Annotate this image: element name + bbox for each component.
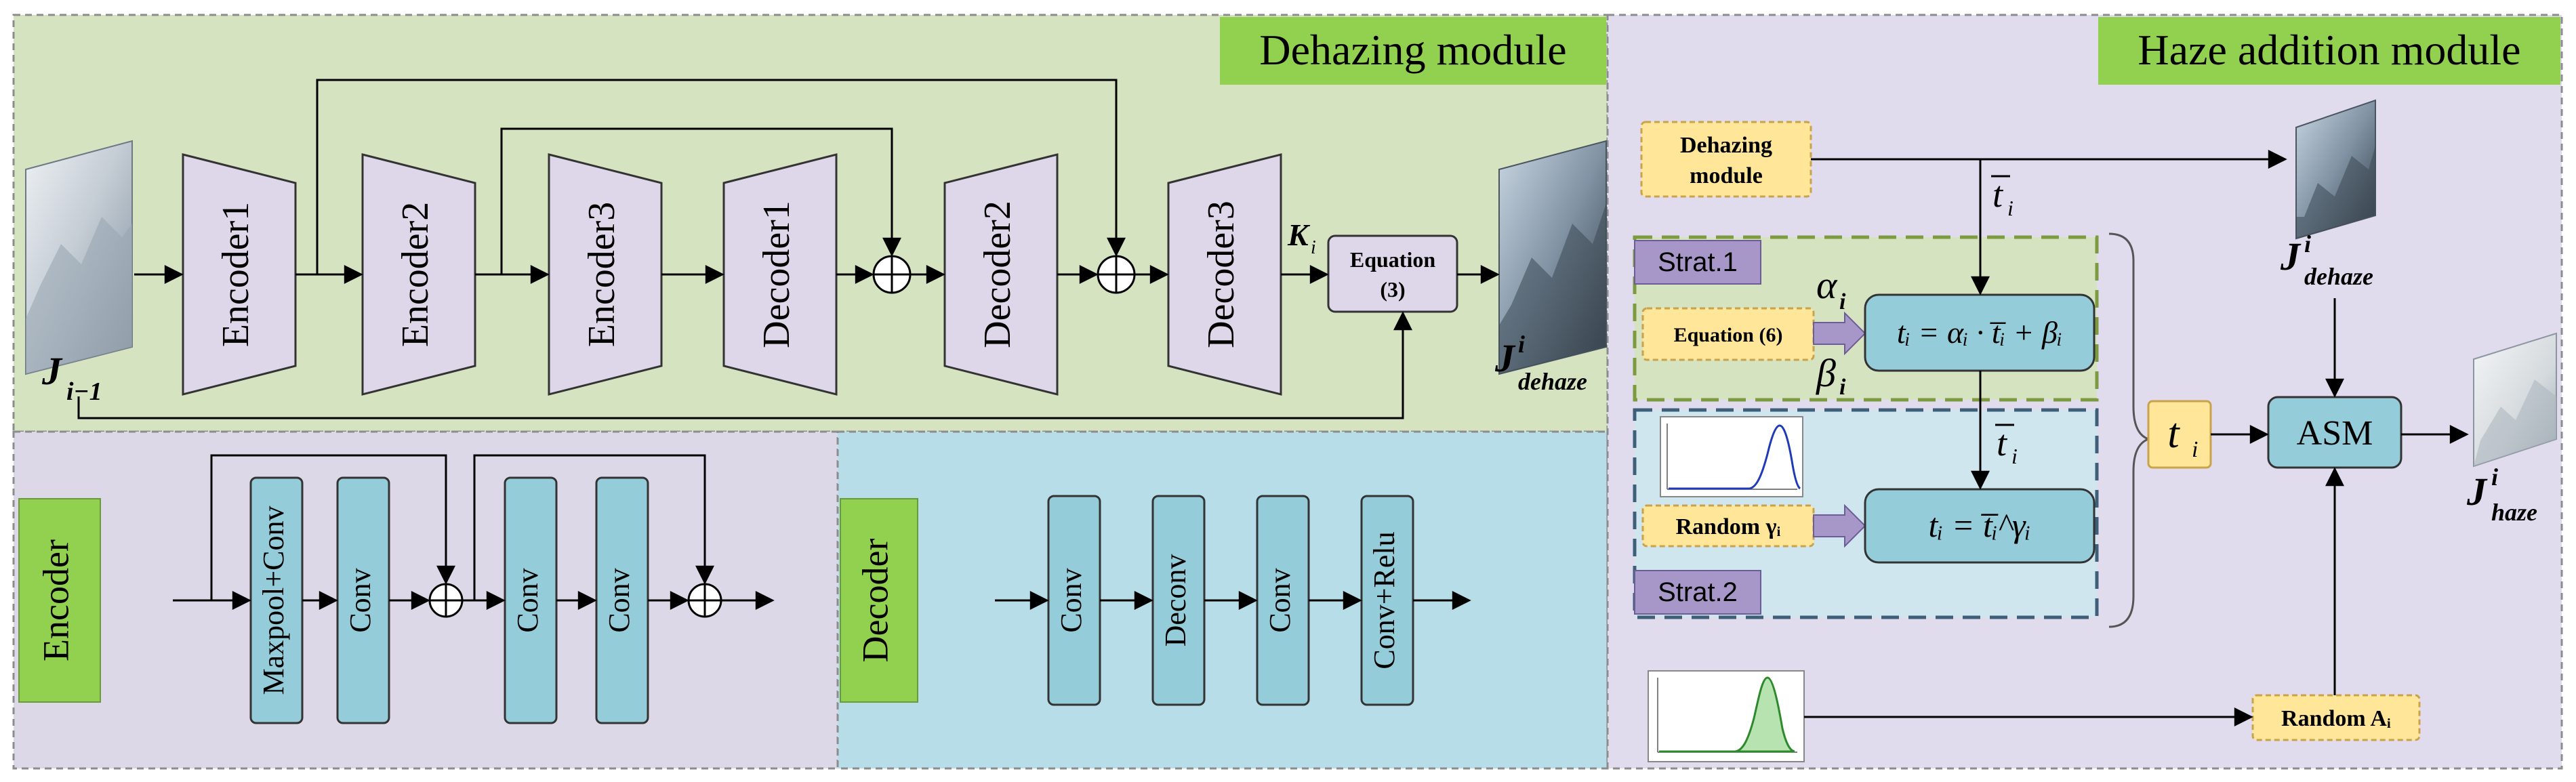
input-image: [25, 140, 133, 375]
decoder2-label: Decoder2: [977, 201, 1019, 348]
encoder-residual-1: [210, 454, 455, 600]
encoder2-label: Encoder2: [394, 202, 436, 348]
encoder-maxpool-conv-label: Maxpool+Conv: [257, 506, 290, 695]
encoder3-block: [548, 153, 663, 396]
k-symbol: K: [1287, 218, 1311, 252]
asm-label: ASM: [2297, 414, 2373, 453]
t-i-box: [2147, 400, 2212, 469]
t-bar-middle-symbol: t: [1997, 423, 2008, 464]
strat1-fat-arrow: [1813, 311, 1866, 356]
strat2-fat-arrow: [1813, 503, 1866, 548]
equation3-label-line2: (3): [1380, 277, 1405, 302]
dehaze-output-symbol: J: [1494, 336, 1516, 380]
strat2-label: Strat.2: [1658, 577, 1738, 607]
input-subscript: i−1: [66, 377, 102, 406]
t-bar-top-symbol: t: [1992, 174, 2004, 215]
decoder-detail-label-box: [840, 498, 918, 703]
dehaze-output-superscript: i: [1518, 331, 1525, 358]
gamma-distribution-plot: [1660, 416, 1803, 497]
t-bar-middle-subscript: i: [2011, 444, 2018, 468]
add-node-2: [1097, 255, 1136, 294]
decoder2-block: [943, 153, 1059, 396]
decoder-conv1-label: Conv: [1055, 568, 1088, 632]
encoder-add-node-1: [428, 583, 464, 618]
skip-connection-encoder1-to-add2: [316, 79, 1126, 274]
encoder-conv1-label: Conv: [344, 568, 377, 632]
haze-output-subscript: haze: [2491, 499, 2537, 526]
beta-symbol: β: [1816, 351, 1836, 395]
decoder-deconv-label: Deconv: [1159, 554, 1192, 647]
haze-module-dehaze-image: [2295, 99, 2376, 240]
input-symbol: J: [41, 349, 63, 393]
dehazing-module-title-box: [1220, 17, 1606, 85]
k-subscript: i: [1311, 237, 1316, 258]
decoder-conv-relu-label: Conv+Relu: [1368, 531, 1401, 669]
encoder-detail-label: Encoder: [35, 539, 76, 661]
add-node-1: [872, 255, 912, 294]
equation6-box: [1641, 307, 1815, 361]
alpha-symbol: α: [1816, 263, 1838, 307]
t-bar-top-subscript: i: [2007, 196, 2013, 220]
decoder1-block: [722, 153, 838, 396]
haze-module-dehaze-symbol: J: [2280, 234, 2302, 279]
encoder3-label: Encoder3: [581, 202, 623, 348]
atmospheric-light-distribution-plot: [1648, 670, 1805, 762]
strat1-label: Strat.1: [1658, 247, 1738, 277]
alpha-subscript: i: [1839, 289, 1846, 314]
decoder1-label: Decoder1: [756, 201, 798, 348]
strat1-label-box: [1634, 240, 1761, 285]
encoder1-label: Encoder1: [215, 202, 257, 348]
dehazing-module-input-box: [1640, 121, 1812, 198]
dehazing-module-input-line2: module: [1690, 163, 1763, 188]
strat2-label-box: [1634, 570, 1761, 615]
haze-addition-module-title-box: [2098, 17, 2560, 85]
formula2-text: tᵢ = t̅ᵢ^γᵢ: [1928, 506, 2030, 544]
haze-output-symbol: J: [2466, 470, 2488, 514]
decoder-conv2-label: Conv: [1263, 568, 1296, 632]
random-gamma-label: Random γᵢ: [1675, 514, 1780, 539]
beta-subscript: i: [1839, 375, 1846, 400]
haze-output-superscript: i: [2491, 464, 2498, 491]
encoder-add-node-2: [687, 583, 722, 618]
skip-connection-encoder2-to-add1: [500, 127, 901, 274]
encoder-residual-2: [473, 454, 714, 600]
equation6-label: Equation (6): [1674, 324, 1783, 346]
t-i-symbol: t: [2167, 411, 2180, 457]
decoder-detail-label: Decoder: [855, 539, 895, 663]
dehaze-output-subscript: dehaze: [1518, 368, 1587, 395]
haze-output-image: [2473, 332, 2557, 468]
formula1-text: tᵢ = αᵢ · t̅ᵢ + βᵢ: [1897, 315, 2062, 350]
encoder1-block: [182, 153, 297, 396]
haze-module-dehaze-superscript: i: [2304, 230, 2311, 258]
encoder-detail-label-box: [18, 498, 101, 703]
encoder-conv3-label: Conv: [602, 568, 636, 632]
decoder3-block: [1167, 153, 1282, 396]
arrow-input-to-equation3: [77, 311, 1412, 419]
random-a-label: Random Aᵢ: [2281, 706, 2391, 731]
t-i-subscript: i: [2192, 437, 2198, 462]
decoder3-label: Decoder3: [1200, 201, 1242, 348]
encoder2-block: [361, 153, 476, 396]
dehazing-module-input-line1: Dehazing: [1680, 133, 1772, 158]
equation3-label-line1: Equation: [1350, 247, 1435, 272]
haze-addition-module-title: Haze addition module: [2138, 26, 2520, 74]
dehazing-module-title: Dehazing module: [1259, 26, 1566, 74]
haze-module-dehaze-subscript: dehaze: [2304, 263, 2373, 290]
dehaze-output-image: [1498, 140, 1607, 375]
encoder-conv2-label: Conv: [511, 568, 544, 632]
